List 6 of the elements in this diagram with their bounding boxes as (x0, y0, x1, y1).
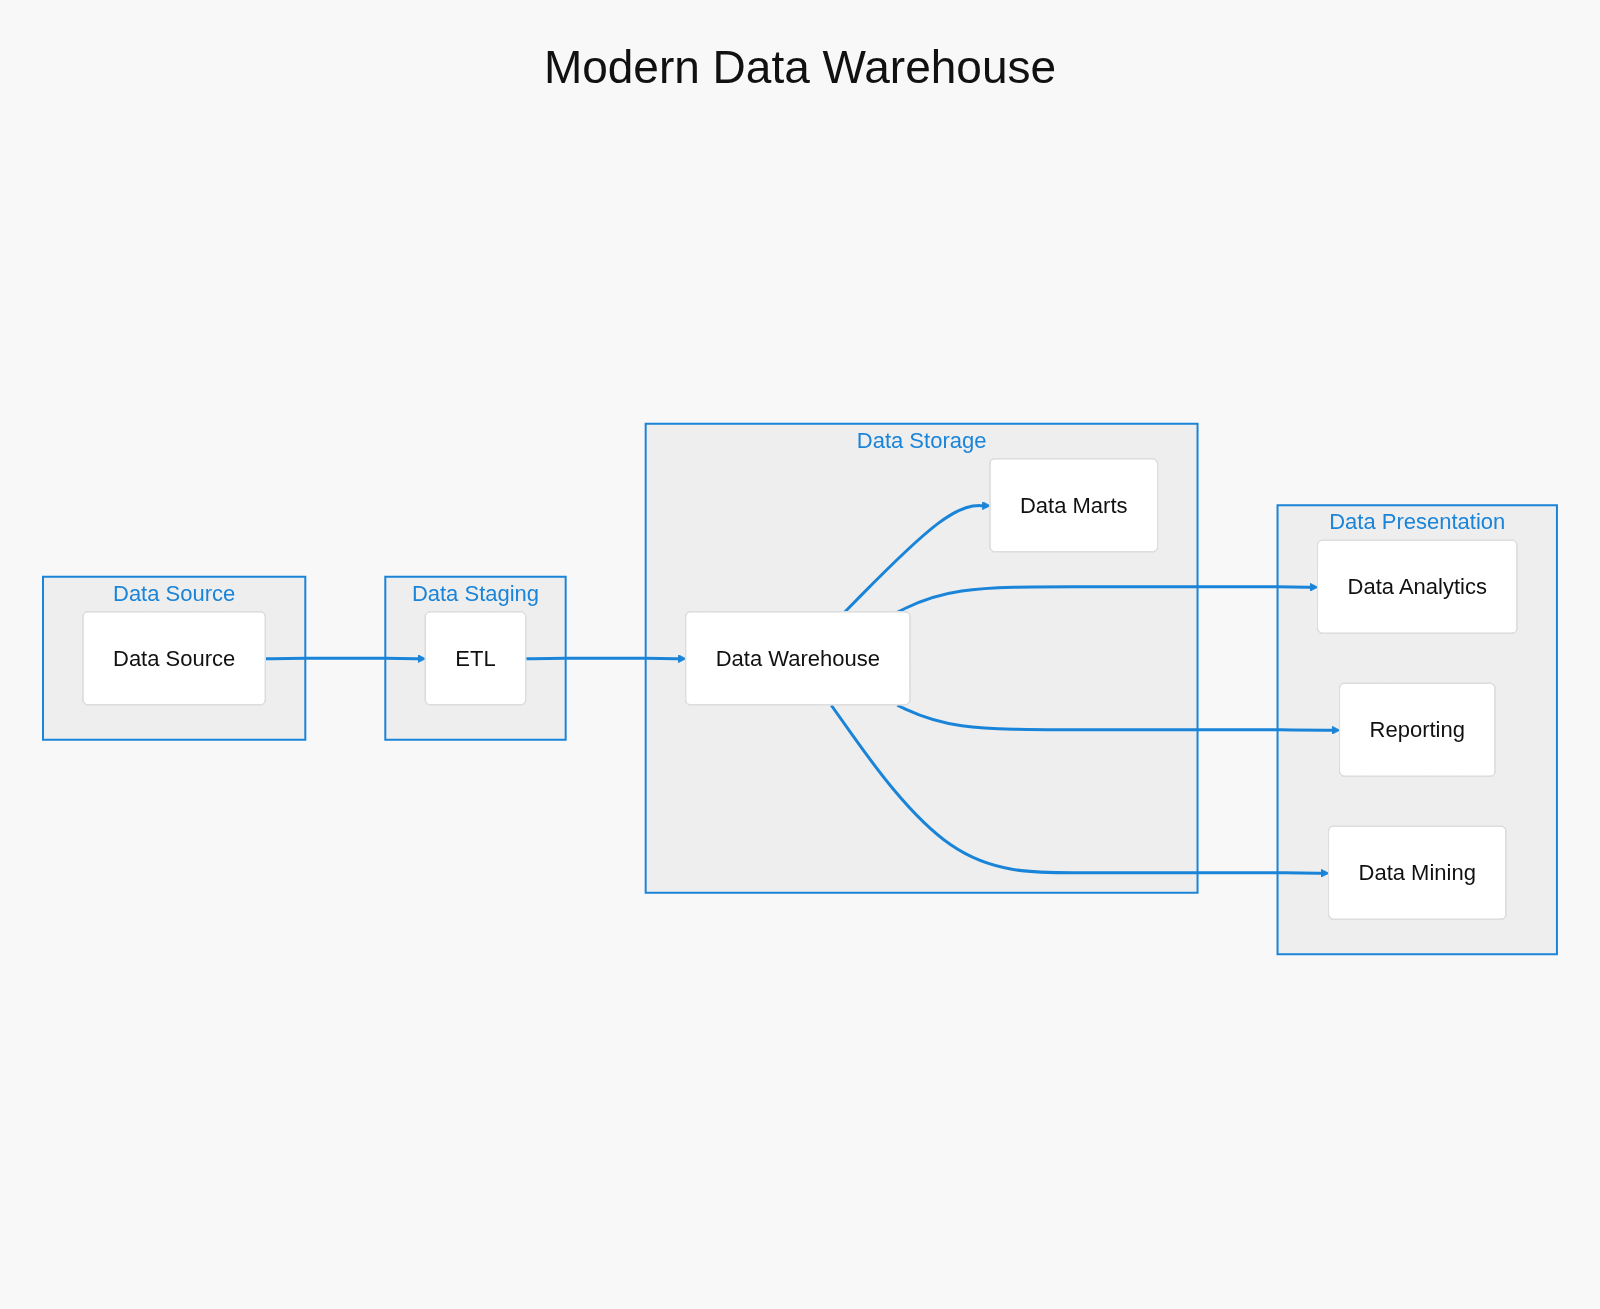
arrow (896, 582, 1319, 614)
arrow (526, 654, 687, 664)
arrow (896, 703, 1341, 735)
arrow (830, 704, 1330, 878)
diagram-title: Modern Data Warehouse (542, 40, 1058, 94)
arrow (265, 654, 427, 664)
